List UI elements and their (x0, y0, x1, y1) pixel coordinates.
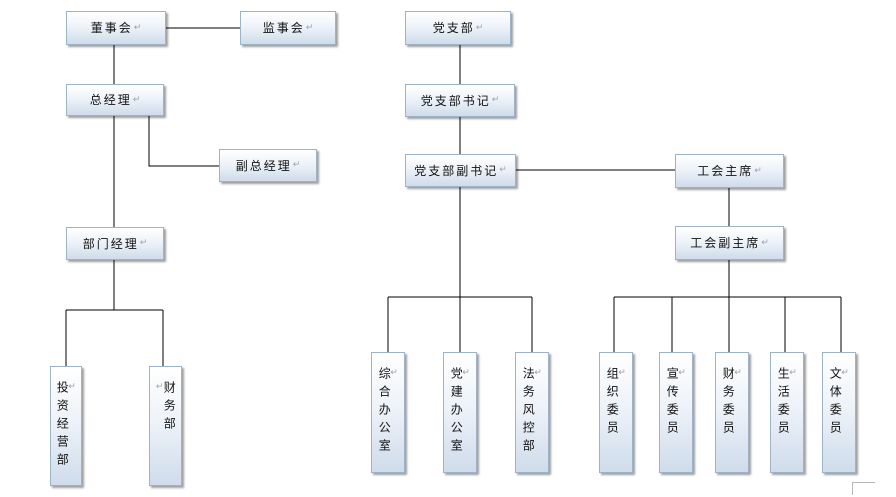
page-margin-corner (852, 482, 875, 495)
node-union-vice-chair-label: 工会副主席 (690, 236, 761, 250)
node-life-committee: 生活委员↵ (770, 352, 804, 473)
node-publicity-committee: 宣传委员↵ (659, 352, 693, 473)
node-general-office-label: 综合办公室 (377, 367, 392, 457)
node-party-secretary: 党支部书记↵ (405, 84, 515, 117)
paragraph-mark: ↵ (754, 165, 762, 176)
node-union-vice-chair: 工会副主席↵ (675, 226, 784, 260)
node-finance-committee-label: 财务委员 (721, 367, 736, 439)
node-dept-manager: 部门经理↵ (66, 227, 164, 260)
node-deputy-gm: 副总经理↵ (219, 149, 317, 182)
paragraph-mark: ↵ (499, 165, 507, 175)
node-org-committee-label: 组织委员 (605, 367, 620, 439)
paragraph-mark: ↵ (133, 22, 142, 33)
node-supervisors-label: 监事会 (262, 21, 305, 35)
connector-vice-committees (613, 260, 842, 352)
node-party-deputy-secretary-label: 党支部副书记 (414, 163, 499, 178)
paragraph-mark: ↵ (491, 95, 500, 105)
node-publicity-committee-label: 宣传委员 (665, 367, 680, 439)
node-org-committee: 组织委员↵ (599, 352, 633, 473)
paragraph-mark: ↵ (841, 368, 849, 378)
node-culture-sports-committee-label: 文体委员 (828, 367, 843, 439)
node-investment: 投资经营部↵ (50, 366, 82, 486)
paragraph-mark: ↵ (305, 22, 314, 33)
node-gm: 总经理↵ (66, 84, 164, 116)
node-gm-label: 总经理 (89, 93, 132, 107)
node-supervisors: 监事会↵ (240, 11, 336, 45)
paragraph-mark: ↵ (132, 94, 141, 105)
node-deputy-gm-label: 副总经理 (235, 158, 292, 173)
paragraph-mark: ↵ (139, 238, 148, 248)
paragraph-mark: ↵ (155, 382, 164, 392)
node-dept-manager-label: 部门经理 (82, 236, 139, 251)
node-culture-sports-committee: 文体委员↵ (822, 352, 856, 473)
connector-gm-deputy (148, 116, 219, 167)
node-party-building-office-label: 党建办公室 (449, 367, 464, 457)
node-finance-dept: ↵财务部 (149, 366, 182, 486)
node-investment-label: 投资经营部 (55, 381, 70, 471)
paragraph-mark: ↵ (462, 368, 470, 378)
node-union-chair: 工会主席↵ (675, 154, 784, 188)
paragraph-mark: ↵ (390, 368, 398, 378)
node-legal-risk: 法务风控部↵ (515, 352, 549, 473)
node-legal-risk-label: 法务风控部 (521, 367, 536, 457)
node-party-deputy-secretary: 党支部副书记↵ (405, 154, 516, 187)
paragraph-mark: ↵ (761, 237, 769, 248)
connector-deputy-offices (387, 187, 533, 352)
node-union-chair-label: 工会主席 (697, 164, 754, 178)
node-finance-dept-label: 财务部 (162, 381, 177, 435)
connector-dept-manager-children (65, 260, 164, 366)
node-party-building-office: 党建办公室↵ (443, 352, 477, 473)
paragraph-mark: ↵ (292, 160, 301, 170)
paragraph-mark: ↵ (734, 368, 742, 378)
paragraph-mark: ↵ (789, 368, 797, 378)
paragraph-mark: ↵ (68, 382, 76, 392)
node-party-secretary-label: 党支部书记 (420, 93, 491, 108)
node-party-branch-label: 党支部 (432, 21, 475, 35)
paragraph-mark: ↵ (678, 368, 686, 378)
node-finance-committee: 财务委员↵ (715, 352, 749, 473)
node-life-committee-label: 生活委员 (776, 367, 791, 439)
paragraph-mark: ↵ (534, 368, 542, 378)
node-board-label: 董事会 (90, 21, 133, 35)
node-board: 董事会↵ (66, 11, 166, 45)
node-general-office: 综合办公室↵ (371, 352, 405, 473)
node-party-branch: 党支部↵ (405, 11, 511, 45)
paragraph-mark: ↵ (618, 368, 626, 378)
paragraph-mark: ↵ (475, 22, 484, 33)
